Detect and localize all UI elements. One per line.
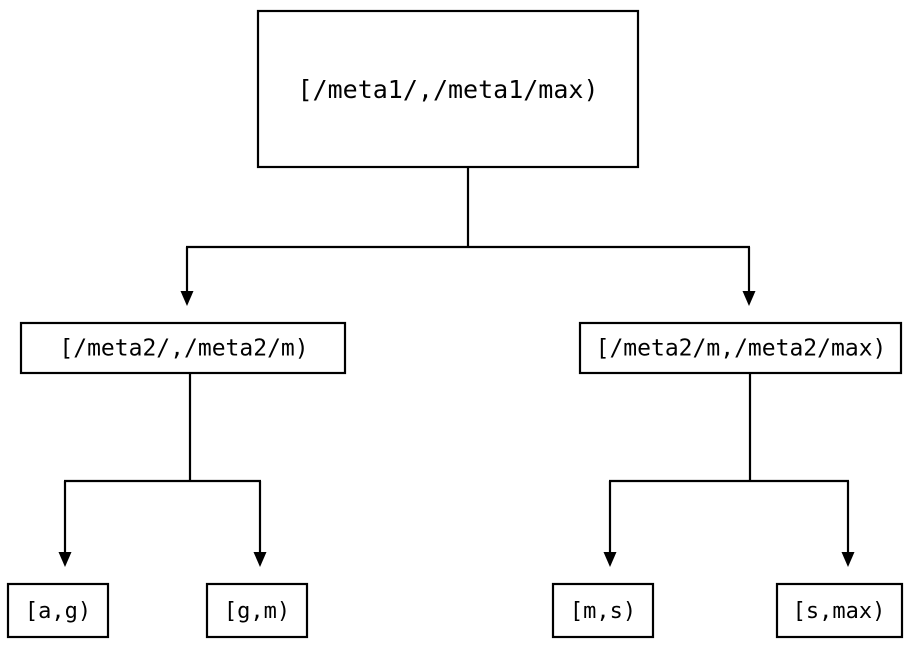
node-leaf-4-box xyxy=(775,582,904,639)
node-leaf-1[interactable]: [a,g) xyxy=(6,582,110,639)
node-leaf-2-box xyxy=(205,582,309,639)
node-leaf-2[interactable]: [g,m) xyxy=(205,582,309,639)
node-leaf-1-box xyxy=(6,582,110,639)
edge-root-to-mid-group xyxy=(180,167,756,306)
arrowhead-to-leaf-3 xyxy=(603,552,617,567)
node-mid-right-box xyxy=(578,321,903,375)
node-leaf-4[interactable]: [s,max) xyxy=(775,582,904,639)
node-mid-left-box xyxy=(19,321,347,375)
node-leaf-2-label: [g,m) xyxy=(224,599,290,624)
node-root-label: [/meta1/,/meta1/max) xyxy=(297,75,598,104)
arrowhead-to-leaf-4 xyxy=(841,552,855,567)
node-leaf-3-box xyxy=(551,582,655,639)
edge-midright-to-leaves-group xyxy=(603,373,855,567)
node-leaf-3[interactable]: [m,s) xyxy=(551,582,655,639)
node-mid-left[interactable]: [/meta2/,/meta2/m) xyxy=(19,321,347,375)
arrowhead-to-leaf-2 xyxy=(253,552,267,567)
node-root[interactable]: [/meta1/,/meta1/max) xyxy=(256,9,640,169)
node-mid-right[interactable]: [/meta2/m,/meta2/max) xyxy=(578,321,903,375)
node-root-box xyxy=(256,9,640,169)
node-leaf-3-label: [m,s) xyxy=(570,599,636,624)
arrowhead-to-leaf-1 xyxy=(58,552,72,567)
node-leaf-4-label: [s,max) xyxy=(793,599,886,624)
node-leaf-1-label: [a,g) xyxy=(25,599,91,624)
node-mid-left-label: [/meta2/,/meta2/m) xyxy=(59,336,308,362)
arrowhead-to-mid-right xyxy=(742,291,756,306)
node-mid-right-label: [/meta2/m,/meta2/max) xyxy=(596,336,887,362)
edge-midleft-to-leaves-group xyxy=(58,373,267,567)
arrowhead-to-mid-left xyxy=(180,291,194,306)
